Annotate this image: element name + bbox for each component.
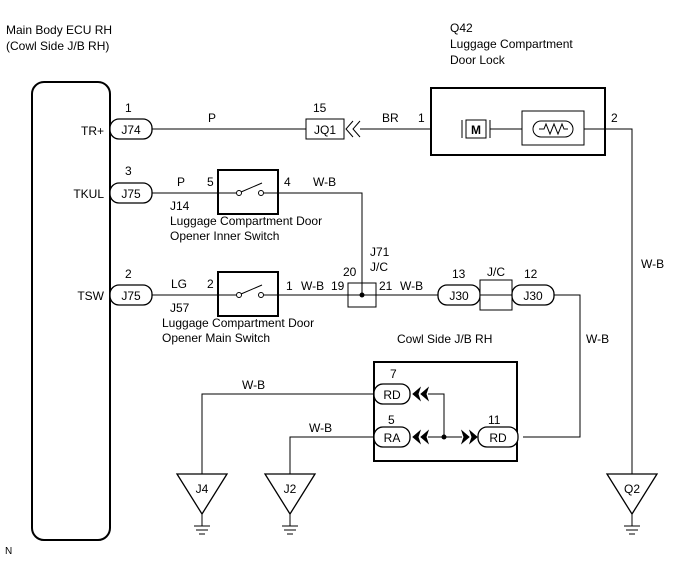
connector-j75-tkul-label: J75 [121,187,141,201]
corner-mark: N [5,546,12,557]
main-switch-contact-right [258,292,264,298]
connector-jq1 [305,118,345,140]
connector-j74-label: J74 [121,123,141,137]
inner-switch-code: J14 [170,199,190,213]
wire-tsw-color: LG [171,277,187,291]
main-switch-name-line1: Luggage Compartment Door [162,316,314,330]
connector-j75-tsw-label: J75 [121,289,141,303]
connector-jq1-label: JQ1 [314,123,336,137]
connector-j30-left-label: J30 [449,289,469,303]
wire-j30-to-jb [523,294,581,438]
wire-inner-switch-out [278,192,363,283]
main-switch-contact-left [236,292,242,298]
wire-rd-to-j4 [201,393,374,474]
wire-ra-j2-color: W-B [309,421,332,435]
ground-j4-label: J4 [196,482,209,496]
ground-j2-icon [282,525,298,535]
motor-label: M [471,123,481,137]
j71-junction-dot [359,292,365,298]
wire-inner-switch-color: W-B [313,175,336,189]
ecu-title-line2: (Cowl Side J/B RH) [6,39,109,53]
jb-junction-dot [441,434,447,440]
main-switch-pin-right: 1 [286,279,293,293]
inner-switch-pin-left: 5 [207,175,214,189]
ground-j4 [175,473,229,516]
ecu-pin-name-tsw: TSW [77,289,104,303]
j30-pin-right: 12 [524,267,538,281]
jq1-pin: 15 [313,101,327,115]
wire-j71-j30-color: W-B [400,279,423,293]
ecu-title-line1: Main Body ECU RH [6,23,112,37]
wire-lock-to-ground [605,128,633,474]
wire-jq1-lock-color: BR [382,111,399,125]
door-lock-code: Q42 [450,21,473,35]
ground-j2 [263,473,317,516]
ecu-pin-name-tr: TR+ [81,124,104,138]
j71-pin-left: 19 [331,279,345,293]
ra-pin: 5 [388,413,395,427]
main-switch-box [217,271,279,317]
ground-j4-icon [194,525,210,535]
rd-right-pin: 11 [488,413,501,427]
jb-internal-top [428,393,445,437]
wire-ra-to-j2 [289,436,374,474]
ecu-pin-number-tr: 1 [125,101,132,115]
ecu-pin-name-tkul: TKUL [73,187,104,201]
inner-switch-box [217,169,279,215]
main-switch-code: J57 [170,301,190,315]
plug-chevron-icon [345,120,361,138]
cowl-jb-title: Cowl Side J/B RH [397,332,492,346]
inner-switch-contact-left [236,190,242,196]
j71-code: J71 [370,245,390,259]
door-lock-name-line2: Door Lock [450,53,506,67]
ecu-block [31,81,111,541]
j71-type: J/C [370,260,388,274]
ground-j2-label: J2 [284,482,297,496]
inner-switch-pin-right: 4 [284,175,291,189]
motor-icon [465,119,487,139]
wire-rd-j4-color: W-B [242,378,265,392]
ground-q2 [605,473,659,516]
door-lock-name-line1: Luggage Compartment [450,37,573,51]
ground-q2-label: Q2 [624,482,640,496]
resistor-zigzag [539,122,568,136]
resistor-icon [532,120,574,138]
rd-right-plug-icon [460,429,478,445]
connector-rd-right-label: RD [489,431,507,445]
j71-pin-right: 21 [379,279,393,293]
wire-j30-jb-color: W-B [586,332,609,346]
wire-lock-ground-color: W-B [641,257,664,271]
wire-main-switch-color: W-B [301,279,324,293]
rd-top-pin: 7 [390,367,397,381]
inner-switch-contact-right [258,190,264,196]
ground-q2-icon [624,525,640,535]
connector-j30-right-label: J30 [523,289,543,303]
ra-plug-icon [412,429,430,445]
ecu-pin-number-tsw: 2 [125,267,132,281]
door-lock-pin-out: 2 [611,111,618,125]
main-switch-name-line2: Opener Main Switch [162,331,270,345]
wire-tkul-color: P [177,175,185,189]
j30-type: J/C [487,265,505,279]
connector-rd-top-label: RD [383,388,401,402]
connector-rd-right [477,426,519,448]
inner-switch-lever [240,182,263,193]
wire-tr-color: P [208,111,216,125]
main-switch-pin-left: 2 [207,277,214,291]
ecu-pin-number-tkul: 3 [125,164,132,178]
main-switch-lever [240,284,263,295]
connector-ra-label: RA [384,431,401,445]
rd-top-plug-icon [412,386,430,402]
door-lock-pin-in: 1 [418,111,425,125]
inner-switch-name-line1: Luggage Compartment Door [170,214,322,228]
j30-pin-left: 13 [452,267,466,281]
j71-pin-top: 20 [343,265,357,279]
inner-switch-name-line2: Opener Inner Switch [170,229,279,243]
